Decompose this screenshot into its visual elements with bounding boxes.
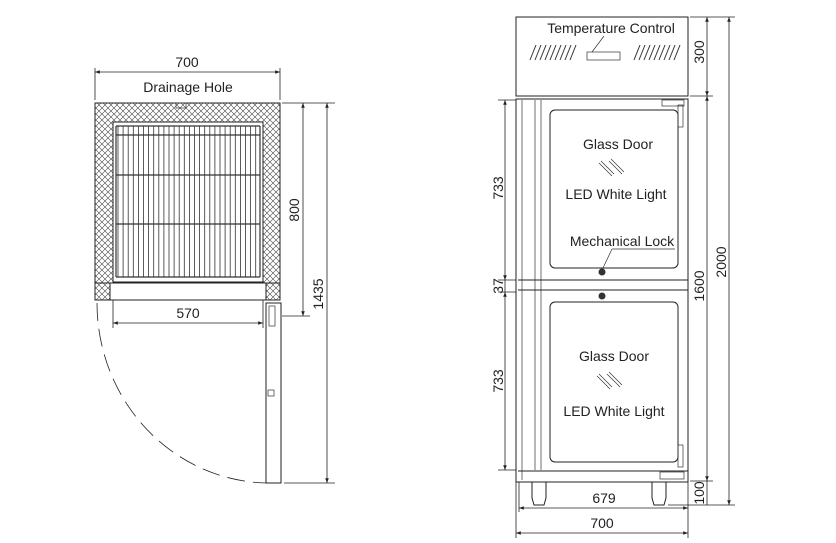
- lower-glass-door[interactable]: [549, 301, 679, 463]
- drainage-hole: [175, 102, 187, 109]
- dim-700-label: 700: [175, 54, 199, 70]
- mechanical-lock-lower[interactable]: [598, 292, 606, 300]
- hinge: [268, 305, 276, 327]
- top-section: [515, 16, 689, 97]
- front-frame: [94, 282, 281, 301]
- leg-right: [651, 482, 667, 506]
- wire: [633, 44, 641, 61]
- wire: [529, 44, 537, 61]
- wire: [653, 44, 661, 61]
- wire-shelf: [115, 125, 261, 278]
- hinge-bottom-arm: [677, 444, 684, 468]
- mechanical-lock-label: Mechanical Lock: [570, 233, 675, 249]
- dim-800-label: 800: [286, 198, 302, 222]
- dim-2000-label: 2000: [713, 246, 729, 277]
- wire: [559, 44, 567, 61]
- wire: [668, 44, 676, 61]
- dim-1435-label: 1435: [310, 278, 326, 309]
- drainage-hole-label: Drainage Hole: [143, 79, 233, 95]
- wire: [648, 44, 656, 61]
- mechanical-lock-upper[interactable]: [598, 268, 606, 276]
- ventilation-grille: [529, 44, 681, 61]
- door-swing-arc: [96, 302, 271, 484]
- glass-reflection-icon: [598, 158, 625, 177]
- wire: [554, 44, 562, 61]
- lower-glass-door-label: Glass Door: [579, 348, 649, 364]
- hinge-top-arm: [677, 104, 684, 128]
- door-open: [265, 302, 282, 484]
- hinge-bottom: [659, 471, 685, 480]
- wire: [638, 44, 646, 61]
- dim-679-label: 679: [592, 490, 616, 506]
- dim-733-upper-label: 733: [490, 176, 506, 200]
- temperature-controller: [586, 51, 621, 61]
- dim-37-label: 37: [490, 278, 506, 294]
- temperature-control-label: Temperature Control: [547, 20, 675, 36]
- dim-1600-label: 1600: [691, 270, 707, 301]
- dim-300-label: 300: [691, 40, 707, 64]
- dim-733-lower-label: 733: [490, 369, 506, 393]
- lower-led-light-label: LED White Light: [563, 403, 664, 419]
- hinge-top: [661, 99, 685, 107]
- wire: [673, 44, 681, 61]
- wire: [544, 44, 552, 61]
- dim-100-label: 100: [691, 481, 707, 505]
- top-view: 700 Drainage Hole 800 1435 570: [94, 54, 335, 484]
- hinge-mid: [267, 389, 275, 397]
- wire: [643, 44, 651, 61]
- glass-reflection-icon: [596, 371, 623, 390]
- front-view: Temperature Control Glass Door LED White…: [490, 16, 735, 538]
- dim-700-front-label: 700: [590, 515, 614, 531]
- dim-570-label: 570: [176, 305, 200, 321]
- wire: [539, 44, 547, 61]
- wire: [564, 44, 572, 61]
- upper-glass-door-label: Glass Door: [583, 136, 653, 152]
- wire: [658, 44, 666, 61]
- leg-left: [531, 482, 547, 506]
- cavity: [112, 121, 264, 283]
- upper-led-light-label: LED White Light: [565, 186, 666, 202]
- wire: [663, 44, 671, 61]
- upper-glass-door[interactable]: [549, 109, 679, 269]
- wire: [549, 44, 557, 61]
- wire: [534, 44, 542, 61]
- wire: [569, 44, 577, 61]
